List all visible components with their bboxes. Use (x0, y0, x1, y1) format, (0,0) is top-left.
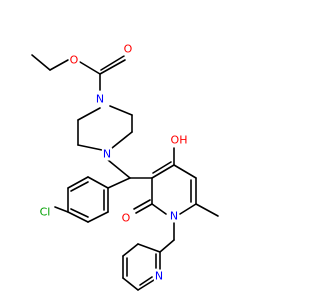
atom-label-background (101, 147, 113, 161)
bond (107, 177, 131, 189)
bond (49, 59, 69, 71)
bond-layer (31, 54, 219, 291)
bond (133, 199, 151, 210)
atom-label-cl: Cl (40, 206, 51, 219)
atom-label-n: N (103, 148, 111, 161)
chlorine-atom: Cl (38, 205, 52, 219)
bond (179, 203, 197, 215)
atom-label-o: O (70, 54, 79, 67)
bond (109, 105, 133, 116)
pyridinone-oxygen: O (120, 211, 132, 225)
atom-label-n: N (155, 270, 163, 283)
atom-label-background (168, 209, 180, 223)
molecule-structure: O O N N OH Cl O N N (31, 42, 219, 291)
bond (31, 54, 51, 71)
bond (67, 176, 89, 189)
atom-label-n: N (96, 93, 104, 106)
bond (107, 159, 131, 179)
bond (87, 211, 109, 223)
bond (159, 239, 175, 253)
bond (173, 164, 197, 179)
piperazine-nitrogen-top: N (94, 92, 106, 106)
piperazine-nitrogen-bottom: N (101, 147, 113, 161)
atom-label-background (169, 133, 189, 147)
atom-label-o: O (124, 43, 133, 56)
bond (139, 276, 153, 286)
atom-label-background (122, 42, 134, 56)
bond (137, 243, 161, 253)
atom-label-background (120, 211, 132, 225)
bond (195, 203, 219, 217)
ester-oxygen: O (68, 53, 80, 67)
atom-label-background (68, 53, 80, 67)
bond (135, 203, 153, 214)
bond (151, 203, 167, 215)
atom-label-o: O (122, 212, 131, 225)
atom-label-oh: OH (171, 134, 188, 147)
carbonyl-oxygen: O (122, 42, 134, 56)
bond (122, 277, 139, 291)
bond (54, 206, 69, 213)
atom-label-n: N (170, 210, 178, 223)
bond (67, 211, 89, 223)
bond (100, 55, 125, 71)
bond (77, 144, 103, 151)
atom-label-background (38, 205, 52, 219)
bond (151, 164, 175, 179)
atom-label-background (153, 269, 165, 283)
pyridinone-nitrogen: N (168, 209, 180, 223)
atom-label-background (94, 92, 106, 106)
bond (77, 107, 101, 121)
bond (137, 279, 155, 291)
bond (122, 243, 139, 257)
atom-label-layer: O O N N OH Cl O N N (38, 42, 189, 283)
pyridine-nitrogen: N (153, 269, 165, 283)
bond (87, 176, 109, 189)
bond (79, 61, 101, 75)
bond (111, 131, 133, 149)
bond (99, 59, 126, 75)
bond (70, 181, 89, 192)
bond (152, 161, 172, 174)
hydroxyl-group: OH (169, 133, 189, 147)
bond (70, 208, 89, 218)
